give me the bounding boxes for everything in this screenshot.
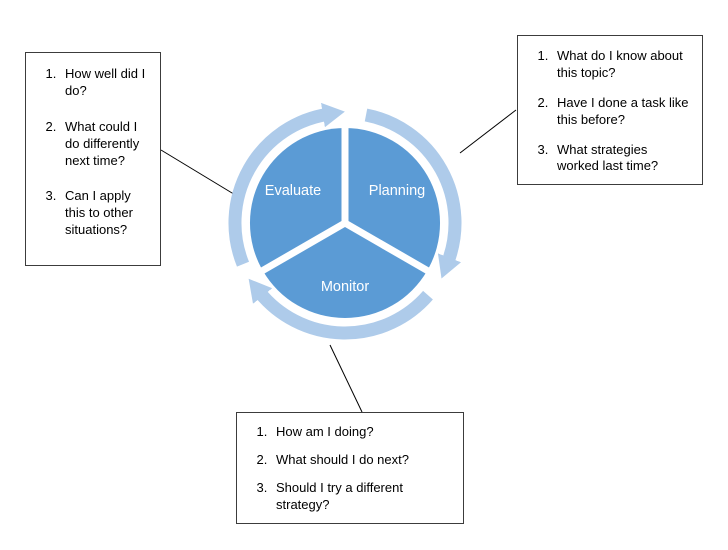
list-item: Can I apply this to other situations? xyxy=(60,188,150,239)
evaluate-label: Evaluate xyxy=(265,183,321,199)
monitor-question-list: How am I doing? What should I do next? S… xyxy=(241,424,459,514)
monitor-callout-box: How am I doing? What should I do next? S… xyxy=(236,412,464,524)
evaluate-callout-box: How well did I do? What could I do diffe… xyxy=(25,52,161,266)
planning-question-list: What do I know about this topic? Have I … xyxy=(522,48,698,175)
connector-line-monitor xyxy=(329,344,363,413)
planning-callout-box: What do I know about this topic? Have I … xyxy=(517,35,703,185)
wedge-divider-left xyxy=(259,219,347,275)
monitor-label: Monitor xyxy=(321,279,370,295)
planning-label: Planning xyxy=(369,183,425,199)
list-item: What strategies worked last time? xyxy=(552,142,692,176)
list-item: What could I do differently next time? xyxy=(60,119,150,170)
connector-line-planning xyxy=(459,109,517,154)
cycle-arrow-top xyxy=(228,102,345,267)
list-item: How am I doing? xyxy=(271,424,453,441)
cycle-arrow-left xyxy=(248,278,433,340)
cycle-arrow-right xyxy=(364,108,462,279)
list-item: How well did I do? xyxy=(60,66,150,100)
list-item: What do I know about this topic? xyxy=(552,48,692,82)
evaluate-question-list: How well did I do? What could I do diffe… xyxy=(30,66,156,239)
list-item: Have I done a task like this before? xyxy=(552,95,692,129)
list-item: Should I try a different strategy? xyxy=(271,480,453,514)
connector-line-evaluate xyxy=(160,149,238,197)
wedge-divider-right xyxy=(343,219,431,275)
list-item: What should I do next? xyxy=(271,452,453,469)
